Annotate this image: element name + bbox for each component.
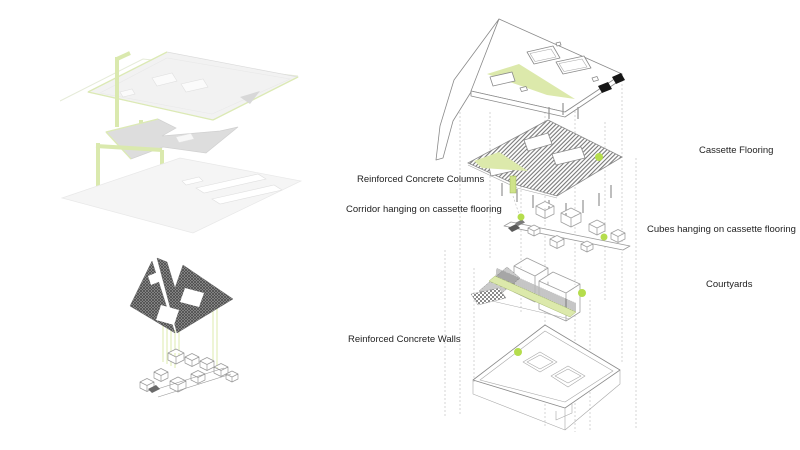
layer-cassette-flooring	[467, 103, 623, 216]
annotation-reinforced-concrete-walls: Reinforced Concrete Walls	[348, 334, 461, 345]
annotation-cassette-flooring: Cassette Flooring	[699, 145, 774, 156]
green-marker	[578, 289, 586, 297]
diagram-roof-columns	[129, 257, 239, 398]
layer-base-walls	[472, 324, 621, 431]
diagram-exploded-render	[59, 51, 303, 234]
roof-black-patch	[612, 73, 625, 84]
hanging-corridor	[488, 275, 577, 318]
green-marker	[595, 153, 603, 161]
hanging-corridor-column	[509, 175, 517, 194]
diagram-exploded-main	[435, 18, 637, 432]
annotation-cubes-hanging: Cubes hanging on cassette flooring	[647, 224, 796, 235]
layer-roof	[435, 18, 625, 161]
layer-cubes	[503, 201, 631, 253]
green-marker	[600, 233, 608, 241]
layer-courtyards	[470, 257, 586, 322]
annotation-reinforced-concrete-columns: Reinforced Concrete Columns	[357, 174, 485, 185]
green-marker	[517, 213, 525, 221]
green-marker	[514, 348, 522, 356]
roof-black-patch	[598, 82, 612, 93]
annotation-courtyards: Courtyards	[706, 279, 753, 290]
annotation-corridor-hanging: Corridor hanging on cassette flooring	[346, 204, 502, 215]
